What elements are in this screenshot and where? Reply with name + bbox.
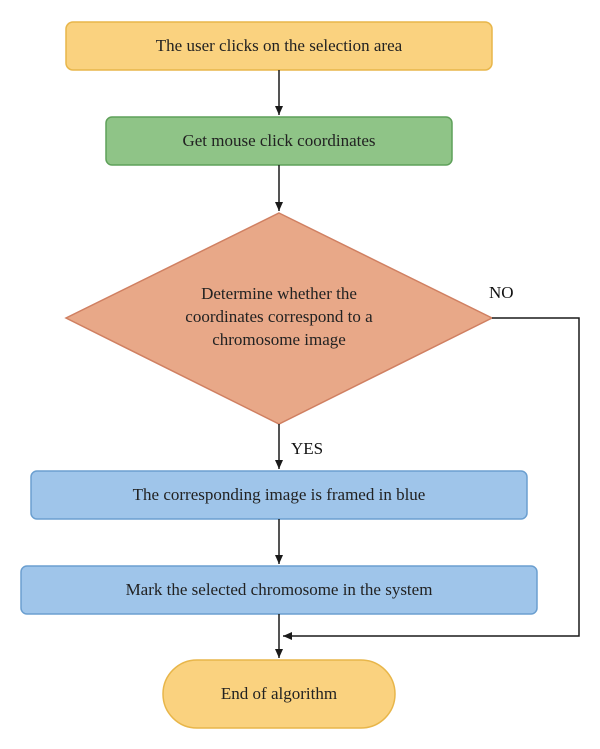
- frame-blue-label: The corresponding image is framed in blu…: [133, 485, 426, 504]
- end-node-label: End of algorithm: [221, 684, 337, 703]
- get-coordinates-node: Get mouse click coordinates: [105, 116, 453, 166]
- mark-selected-label: Mark the selected chromosome in the syst…: [126, 580, 433, 599]
- decision-line-3: chromosome image: [212, 330, 346, 349]
- end-node: End of algorithm: [162, 659, 396, 729]
- yes-label: YES: [291, 439, 323, 458]
- mark-selected-node: Mark the selected chromosome in the syst…: [20, 565, 538, 615]
- decision-line-1: Determine whether the: [201, 284, 357, 303]
- start-node-label: The user clicks on the selection area: [156, 36, 403, 55]
- decision-line-2: coordinates correspond to a: [185, 307, 373, 326]
- no-label: NO: [489, 283, 514, 302]
- frame-blue-node: The corresponding image is framed in blu…: [30, 470, 528, 520]
- get-coordinates-label: Get mouse click coordinates: [182, 131, 375, 150]
- arrow-no-path: [283, 317, 580, 640]
- decision-node: Determine whether the coordinates corres…: [64, 212, 494, 425]
- start-node: The user clicks on the selection area: [65, 21, 493, 71]
